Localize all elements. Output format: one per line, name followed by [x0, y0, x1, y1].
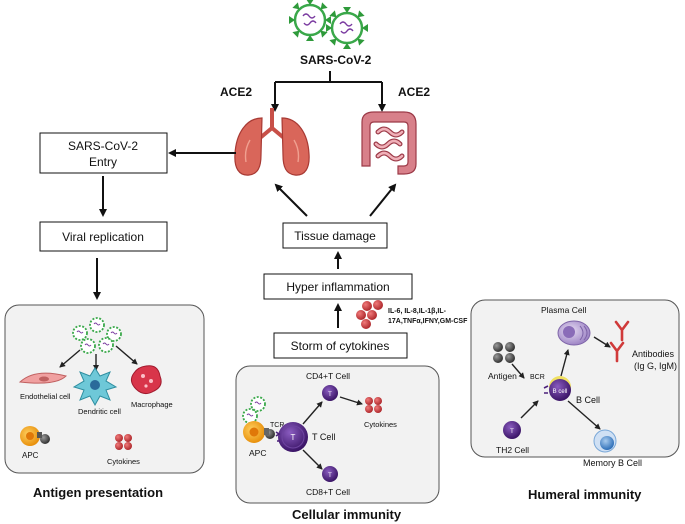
replication-box [39, 221, 168, 252]
bcell-inner-label: B cell [553, 389, 568, 395]
dendritic-cell-icon [72, 367, 118, 407]
cd4-label: CD4+T Cell [306, 371, 350, 381]
macrophage-icon [130, 365, 162, 395]
bcell-to-plasma-arrow [560, 349, 570, 377]
endothelial-cell-icon [18, 372, 67, 384]
tcell-label: T Cell [312, 432, 335, 442]
ace2-split-connector [271, 71, 386, 112]
antibodies-line1: Antibodies [632, 349, 675, 359]
endothelial-label: Endothelial cell [20, 392, 71, 401]
apc-label-cellular: APC [249, 448, 266, 458]
tcell-letter: T [291, 433, 296, 442]
dendritic-label: Dendritic cell [78, 407, 121, 416]
tissue-damage-label: Tissue damage [294, 229, 376, 243]
humoral-panel [470, 299, 680, 458]
cytokines-storm-icon [356, 300, 383, 329]
cd4-cell-icon: T [322, 385, 338, 401]
plasma-cell-icon [557, 320, 591, 346]
apc-icon-left [20, 426, 50, 446]
storm-box [273, 332, 408, 359]
antibodies-line2: (Ig G, IgM) [634, 361, 677, 371]
replication-label: Viral replication [62, 230, 144, 244]
intestine-icon [361, 111, 417, 175]
macrophage-label: Macrophage [131, 400, 173, 409]
storm-label: Storm of cytokines [291, 339, 390, 353]
th2-label: TH2 Cell [496, 445, 529, 455]
apc-icon-cellular [243, 421, 275, 443]
ace2-left-label: ACE2 [220, 85, 252, 99]
tcr-label: TCR [270, 422, 284, 429]
hyper-inflammation-label: Hyper inflammation [286, 280, 389, 294]
antigen-label: Antigen [488, 371, 517, 381]
damage-to-lungs-arrow [274, 183, 308, 217]
cytokines-label-cellular: Cytokines [364, 420, 397, 429]
entry-line1: SARS-CoV-2 [68, 139, 138, 153]
antigen-cluster-icon [493, 342, 515, 363]
cd8-letter: T [328, 473, 332, 479]
bcell-label: B Cell [576, 395, 600, 405]
tissue-damage-box [282, 222, 388, 249]
damage-to-intestine-arrow [369, 183, 397, 217]
cd4-letter: T [328, 392, 332, 398]
cytokines-list-line2: 17A,TNFα,IFNY,GM-CSF [388, 318, 468, 325]
antigen-to-bcell-arrow [511, 363, 525, 379]
entry-box [39, 132, 168, 174]
virus-label: SARS-CoV-2 [300, 53, 372, 67]
lungs-icon [234, 108, 310, 176]
bcell-icon: B cell [543, 376, 571, 401]
apc-label-left: APC [22, 451, 39, 460]
humoral-panel-title: Humeral immunity [528, 487, 642, 502]
bcr-label: BCR [530, 374, 545, 381]
plasma-to-antibody-arrow [593, 336, 611, 348]
cd8-label: CD8+T Cell [306, 487, 350, 497]
cd8-cell-icon: T [322, 466, 338, 482]
cellular-panel-title: Cellular immunity [292, 507, 402, 522]
tcell-arrows [302, 396, 363, 470]
th2-letter: T [510, 429, 514, 435]
cellular-panel [235, 365, 440, 504]
memory-label: Memory B Cell [583, 458, 642, 468]
memory-bcell-icon [593, 429, 617, 453]
ace2-right-label: ACE2 [398, 85, 430, 99]
th2-cell-icon: T [503, 421, 521, 439]
th2-to-bcell-arrow [520, 400, 539, 419]
bcell-to-memory-arrow [567, 400, 601, 430]
tcell-icon: T [275, 421, 309, 453]
cytokines-list-line1: IL-6, IL-8,IL-1β,IL- [388, 308, 447, 315]
entry-line2: Entry [89, 155, 117, 169]
antigen-panel-title: Antigen presentation [33, 485, 163, 500]
hyper-inflammation-box [263, 273, 413, 300]
virus-pair-icon [287, 0, 370, 51]
plasma-label: Plasma Cell [541, 305, 586, 315]
antigen-arrows [59, 345, 138, 371]
cytokines-label-left: Cytokines [107, 457, 140, 466]
